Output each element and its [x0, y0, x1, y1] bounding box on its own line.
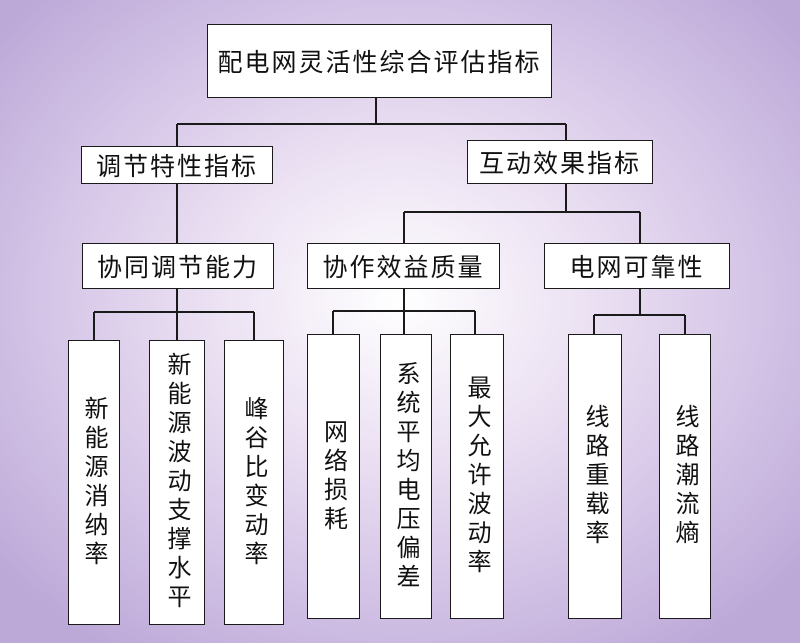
- level1-node-interaction: 互动效果指标: [467, 140, 653, 184]
- leaf-node: 系统平均电压偏差: [380, 334, 432, 619]
- level2-node-reliability: 电网可靠性: [544, 243, 730, 289]
- level2-node-benefit-quality: 协作效益质量: [307, 243, 500, 289]
- leaf-node: 新能源波动支撑水平: [149, 340, 205, 625]
- level1-label: 互动效果指标: [478, 149, 641, 178]
- leaf-node: 网络损耗: [307, 334, 360, 619]
- level2-node-coordination: 协同调节能力: [82, 243, 274, 289]
- leaf-label: 新能源波动支撑水平: [163, 352, 191, 613]
- leaf-node: 峰谷比变动率: [224, 340, 284, 625]
- level2-label: 协同调节能力: [96, 253, 259, 282]
- leaf-node: 新能源消纳率: [68, 340, 120, 625]
- leaf-node: 线路重载率: [568, 334, 622, 619]
- root-node: 配电网灵活性综合评估指标: [207, 24, 552, 98]
- leaf-label: 峰谷比变动率: [240, 395, 268, 570]
- root-label: 配电网灵活性综合评估指标: [217, 48, 542, 77]
- level2-label: 协作效益质量: [322, 253, 485, 282]
- level1-label: 调节特性指标: [95, 152, 258, 181]
- level2-label: 电网可靠性: [569, 253, 705, 282]
- leaf-node: 最大允许波动率: [450, 334, 504, 619]
- leaf-node: 线路潮流熵: [659, 334, 711, 619]
- leaf-label: 最大允许波动率: [463, 375, 491, 578]
- leaf-label: 新能源消纳率: [80, 395, 108, 570]
- leaf-label: 系统平均电压偏差: [392, 360, 420, 593]
- leaf-label: 网络损耗: [319, 418, 348, 535]
- level1-node-regulation: 调节特性指标: [81, 146, 273, 184]
- leaf-label: 线路潮流熵: [671, 404, 699, 549]
- leaf-label: 线路重载率: [581, 404, 609, 549]
